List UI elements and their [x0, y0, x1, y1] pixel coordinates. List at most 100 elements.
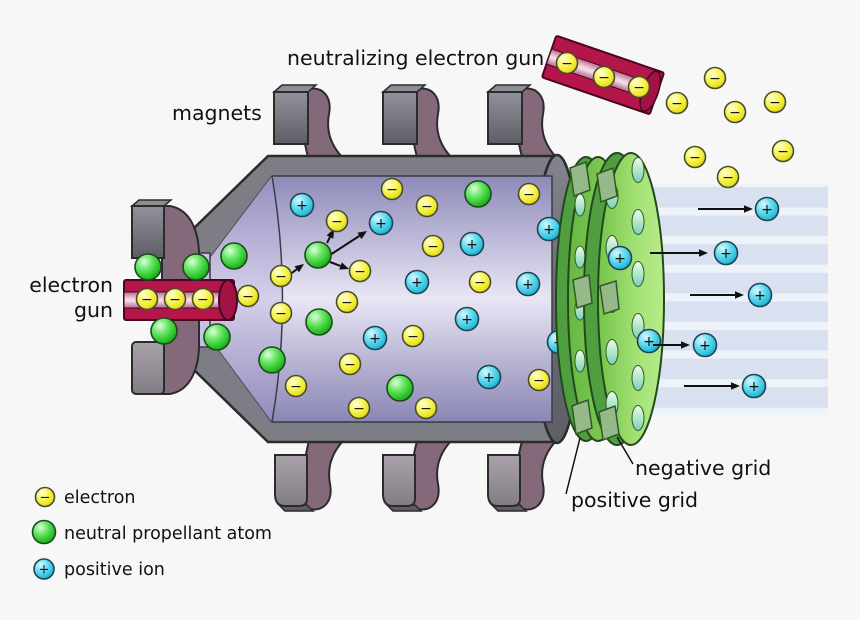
legend-atom-swatch [31, 519, 57, 545]
legend-ion-label: positive ion [64, 560, 165, 580]
electron-sign: − [420, 401, 432, 417]
electron-particle [401, 324, 425, 348]
ion-particle [289, 192, 315, 218]
ion-sign: + [748, 379, 760, 395]
electron-sign: − [331, 214, 343, 230]
left-bottom-magnet-block [131, 341, 165, 395]
ion-sign: + [699, 338, 711, 354]
electron-particle [763, 90, 787, 114]
ion-sign: + [643, 334, 655, 350]
ion-sign: + [522, 277, 534, 293]
magnet-bevel [486, 84, 532, 93]
electron-gun-label-line2: gun [74, 298, 113, 322]
grid-hole [574, 193, 586, 217]
atom-particle [305, 308, 333, 336]
grid-hole [605, 339, 619, 365]
electron-gun-particles: −−− [134, 242, 248, 351]
ion-sign: + [761, 202, 773, 218]
grid-support-tab [598, 404, 620, 442]
ion-sign: + [720, 246, 732, 262]
ion-particle [459, 231, 485, 257]
electron-particle [627, 75, 651, 99]
ion-beam [646, 184, 828, 415]
electron-sign: − [769, 95, 781, 111]
electron-particle [269, 264, 293, 288]
grid-support-tab [569, 160, 591, 198]
beam-stripe [646, 387, 828, 408]
electron-sign: − [197, 292, 209, 308]
ion-particle [454, 306, 480, 332]
beam-arrows [650, 205, 753, 390]
ion-sign: + [614, 251, 626, 267]
electron-sign: − [729, 105, 741, 121]
electron-particle [348, 259, 372, 283]
legend-electron-label: electron [64, 488, 136, 508]
ion-particle [476, 364, 502, 390]
electron-particle [135, 287, 159, 311]
atom-particle [220, 242, 248, 270]
magnet-block [273, 91, 309, 145]
grid-hole [631, 209, 645, 235]
electron-sign: − [671, 96, 683, 112]
electron-particle [723, 100, 747, 124]
ion-particle [754, 196, 780, 222]
electron-sign: − [290, 379, 302, 395]
top-magnets [272, 84, 559, 158]
ion-particle [368, 210, 394, 236]
electron-sign: − [709, 71, 721, 87]
ion-sign: + [369, 331, 381, 347]
chamber-cone-edge [271, 175, 284, 423]
beam-particles: +++++ [692, 196, 780, 399]
ion-sign: + [411, 275, 423, 291]
grid-particles: ++ [607, 245, 662, 354]
legend-electron-sign: − [40, 491, 51, 506]
grid-support-tab [571, 398, 593, 436]
electron-particle [325, 209, 349, 233]
ion-beam-stripes [646, 187, 828, 408]
arrow-head [699, 249, 708, 257]
electron-sign: − [407, 329, 419, 345]
electron-particle [468, 270, 492, 294]
electron-particle [284, 374, 308, 398]
electron-sign: − [344, 357, 356, 373]
magnet-block [274, 454, 308, 507]
ionization-arrows [284, 229, 367, 279]
ion-particle [741, 373, 767, 399]
electron-sign: − [275, 269, 287, 285]
beam-stripe [646, 187, 828, 208]
legend-electron-swatch [34, 486, 56, 508]
electron-sign: − [169, 292, 181, 308]
beam-stripe [646, 358, 828, 380]
magnet-block [487, 454, 521, 507]
atom-particle [386, 374, 414, 402]
electron-particle [338, 352, 362, 376]
legend-atom-label: neutral propellant atom [64, 524, 272, 544]
ion-particle [515, 271, 541, 297]
legend: − electron neutral propellant atom + pos… [31, 486, 272, 580]
ion-sign: + [543, 222, 555, 238]
grid-support-tab [572, 274, 593, 309]
beam-stripe [646, 215, 828, 237]
atom-particle [182, 253, 210, 281]
electron-particle [527, 368, 551, 392]
negative-grid-face [597, 152, 665, 446]
grid-hole [574, 349, 586, 373]
neutralizer-particles: −−−−−−−−−− [555, 51, 795, 189]
electron-sign: − [275, 306, 287, 322]
electron-particle [335, 290, 359, 314]
grid-support-tab [596, 166, 618, 204]
magnets-label: magnets [172, 101, 262, 125]
grid-hole [574, 245, 586, 269]
electron-sign: − [421, 199, 433, 215]
beam-stripe [646, 330, 828, 351]
atom-particle [134, 253, 162, 281]
arrow-head [326, 229, 334, 239]
grid-support-tabs [569, 160, 620, 442]
electron-sign: − [353, 401, 365, 417]
electron-sign: − [533, 373, 545, 389]
arrow-line [329, 261, 341, 267]
electron-sign: − [427, 239, 439, 255]
ion-particle [636, 328, 662, 354]
ion-sign: + [375, 216, 387, 232]
